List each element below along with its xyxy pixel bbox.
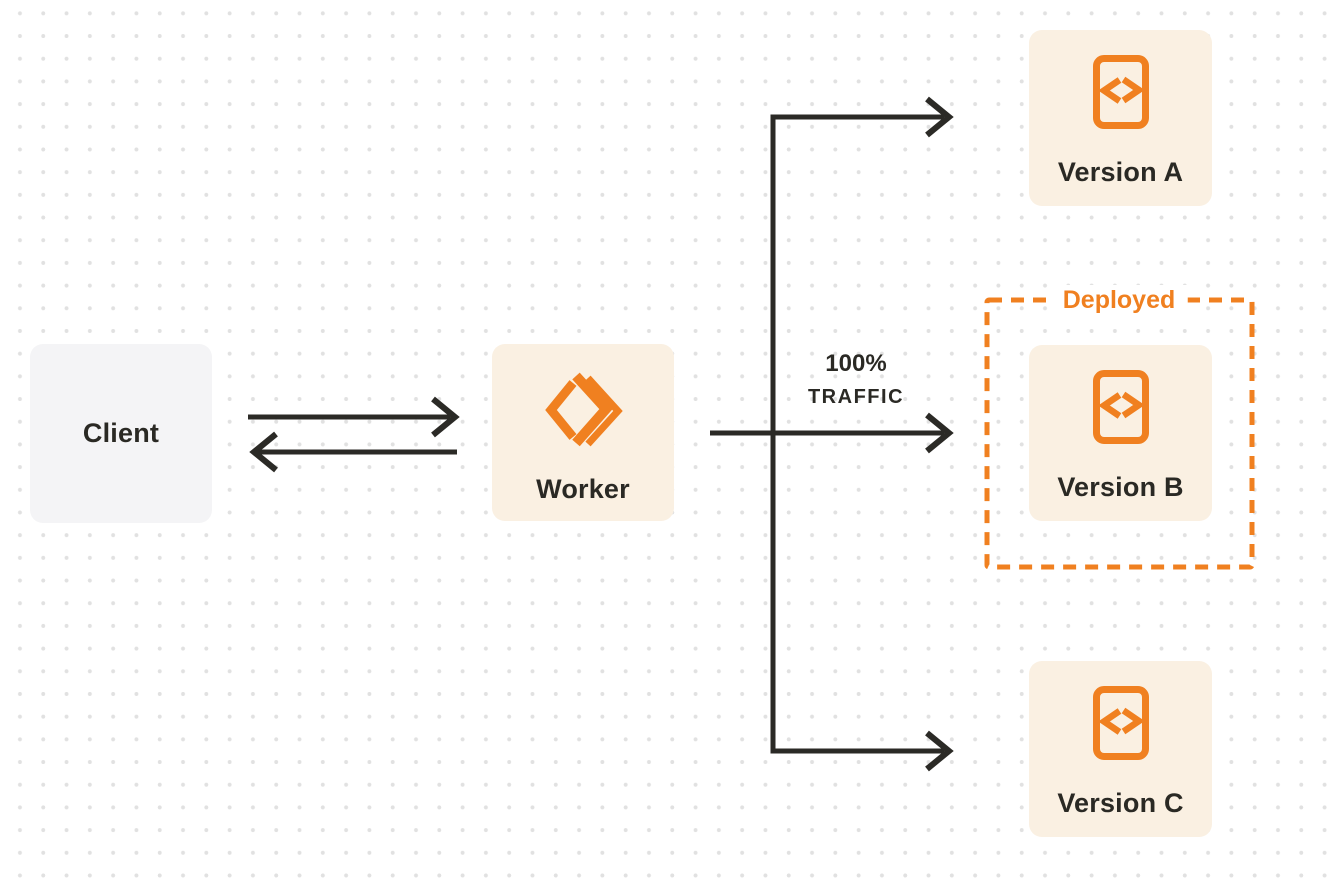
arrow-worker-to-version-b-head [925, 412, 954, 454]
arrow-client-to-worker-head [431, 396, 460, 438]
arrow-worker-to-version-a-head [925, 96, 954, 138]
version-a-label: Version A [1057, 157, 1184, 187]
code-file-icon [1092, 370, 1149, 444]
version-c-label: Version C [1057, 788, 1184, 818]
version-b-node: Version B [1029, 345, 1212, 521]
version-b-label: Version B [1057, 472, 1184, 502]
version-c-node: Version C [1029, 661, 1212, 837]
code-file-icon [1092, 55, 1149, 129]
branch-line-versions [770, 114, 944, 754]
worker-node: Worker [492, 344, 674, 521]
deployed-label: Deployed [1050, 285, 1188, 316]
traffic-percent-text: 100% [825, 350, 887, 377]
worker-label: Worker [536, 474, 630, 504]
traffic-word-text: TRAFFIC [807, 386, 905, 408]
version-a-node: Version A [1029, 30, 1212, 206]
cloudflare-workers-logo-icon [545, 372, 623, 447]
arrow-worker-to-client-head [249, 431, 278, 473]
traffic-label: 100% TRAFFIC [786, 351, 926, 410]
arrow-worker-to-version-c-head [925, 730, 954, 772]
client-node: Client [30, 344, 212, 523]
client-label: Client [82, 418, 160, 448]
code-file-icon [1092, 686, 1149, 760]
